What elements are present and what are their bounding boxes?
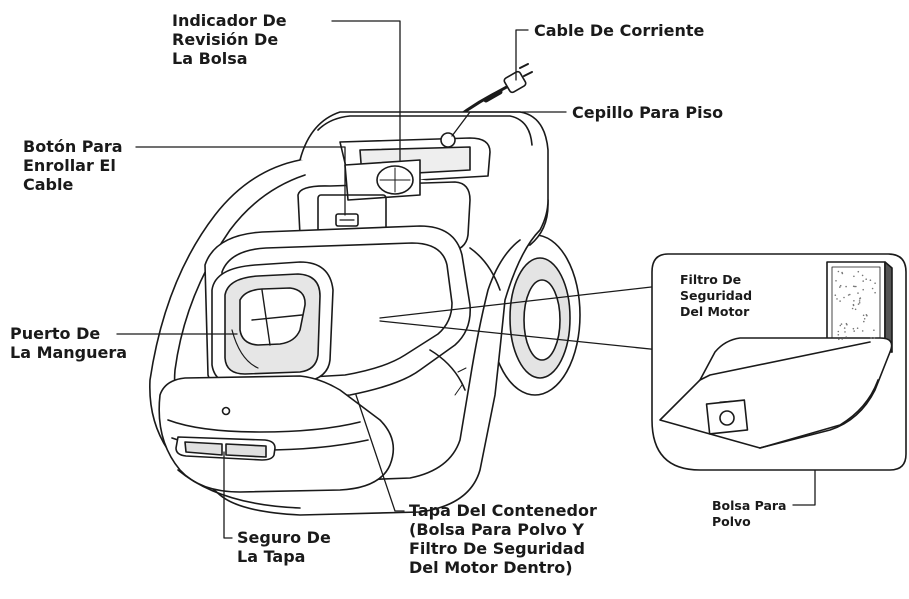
filter-dot	[853, 275, 855, 278]
dust-bag-shape	[659, 337, 893, 449]
hose-port-shape	[211, 261, 334, 386]
filter-dot	[837, 330, 840, 333]
vacuum-body	[149, 111, 549, 516]
filter-dot	[862, 288, 864, 291]
filter-dot	[836, 298, 838, 300]
filter-dot	[873, 337, 876, 339]
filter-dot	[839, 286, 841, 288]
filter-dot	[839, 300, 841, 302]
filter-dot	[841, 271, 843, 274]
filter-dot	[835, 280, 837, 282]
filter-dot	[845, 322, 848, 325]
filter-dot	[857, 270, 860, 273]
filter-dot	[854, 308, 857, 311]
label-power-cable: Cable De Corriente	[534, 21, 705, 40]
label-motor-safety-filter: Filtro De Seguridad Del Motor	[680, 272, 753, 319]
filter-dot	[839, 324, 842, 327]
filter-dot	[870, 337, 872, 339]
filter-dot	[863, 320, 865, 323]
filter-dot	[865, 314, 868, 316]
filter-dot	[839, 284, 842, 287]
filter-dot	[851, 307, 854, 310]
detail-callout	[651, 253, 907, 471]
label-dust-bag: Bolsa Para Polvo	[712, 498, 787, 529]
filter-dot	[874, 291, 876, 294]
filter-dot	[853, 300, 855, 302]
filter-dot	[862, 280, 864, 282]
filter-dot	[853, 330, 855, 332]
filter-dot	[841, 338, 843, 340]
filter-dot	[845, 336, 847, 338]
filter-dot	[837, 270, 840, 273]
label-cover-latch: Seguro De La Tapa	[237, 528, 331, 566]
filter-dot	[873, 329, 875, 332]
label-container-cover: Tapa Del Contenedor (Bolsa Para Polvo Y …	[409, 501, 597, 577]
filter-dot	[869, 279, 872, 282]
leader-lines	[116, 20, 827, 539]
filter-dot	[856, 327, 859, 330]
filter-dot	[874, 282, 876, 285]
filter-texture	[834, 270, 876, 341]
filter-dot	[834, 294, 837, 297]
label-floor-brush: Cepillo Para Piso	[572, 103, 724, 122]
filter-dot	[845, 285, 847, 288]
cover-latch-shape	[175, 436, 276, 461]
filter-dot	[863, 318, 866, 320]
filter-dot	[838, 338, 840, 341]
filter-dot	[861, 274, 864, 277]
filter-dot	[843, 296, 845, 299]
filter-dot	[858, 300, 861, 302]
filter-dot	[837, 334, 840, 336]
filter-dot	[849, 293, 851, 296]
filter-dot	[857, 303, 860, 305]
filter-dot	[855, 285, 857, 288]
filter-dot	[865, 278, 867, 281]
label-hose-port: Puerto De La Manguera	[10, 324, 128, 362]
filter-dot	[858, 302, 861, 304]
filter-dot	[857, 292, 859, 294]
label-cord-rewind-button: Botón Para Enrollar El Cable	[23, 137, 123, 194]
filter-dot	[852, 303, 855, 306]
filter-dot	[861, 330, 864, 332]
filter-dot	[852, 327, 855, 330]
filter-dot	[871, 287, 874, 290]
filter-dot	[844, 331, 846, 333]
filter-dot	[854, 285, 856, 288]
filter-dot	[859, 297, 862, 299]
filter-dot	[843, 327, 846, 329]
filter-dot	[840, 323, 843, 325]
filter-dot	[862, 314, 865, 317]
label-bag-check-indicator: Indicador De Revisión De La Bolsa	[172, 11, 287, 68]
filter-dot	[847, 294, 850, 296]
